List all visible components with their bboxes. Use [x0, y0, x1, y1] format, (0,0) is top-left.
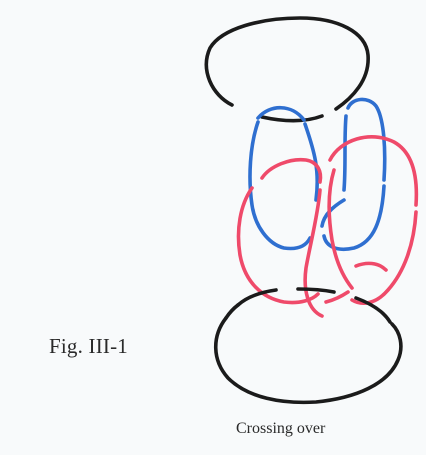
blue-strand-middle-join: [322, 200, 344, 226]
bottom-black-ring-left-join: [226, 305, 238, 318]
figure-label: Fig. III-1: [49, 334, 128, 359]
red-strand-right-inner: [329, 170, 352, 288]
blue-strand-right-inner: [344, 116, 346, 190]
red-strand-left-loop-top: [262, 160, 320, 182]
top-black-ring-front: [262, 116, 322, 121]
bottom-black-ring-front: [216, 318, 401, 402]
red-strand-lower-bridge: [326, 292, 348, 302]
red-strand-right-tail: [356, 263, 386, 270]
red-strand-right-outer: [352, 212, 416, 303]
figure-caption: Crossing over: [236, 420, 325, 438]
red-strand-right-loop-top: [330, 137, 416, 205]
bottom-black-ring-back-right: [298, 289, 334, 292]
blue-strand-left-leg: [250, 122, 310, 249]
top-black-ring-back: [206, 18, 368, 109]
